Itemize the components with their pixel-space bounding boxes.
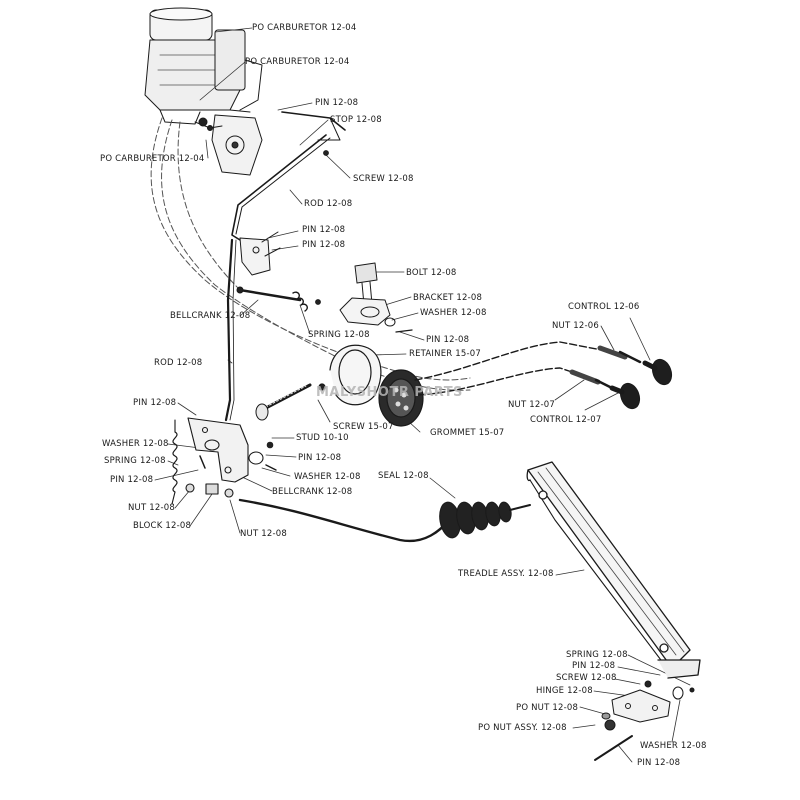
- label-po-carburetor-3: PO CARBURETOR 12-04: [100, 154, 205, 164]
- label-pin-upper-1: PIN 12-08: [302, 225, 346, 235]
- label-washer-left: WASHER 12-08: [102, 439, 169, 449]
- label-pin-bottom: PIN 12-08: [637, 758, 681, 768]
- label-stud: STUD 10-10: [296, 433, 349, 443]
- label-pin-mid: PIN 12-08: [298, 453, 342, 463]
- label-screw-grommet: SCREW 15-07: [333, 422, 394, 432]
- label-screw-top: SCREW 12-08: [353, 174, 414, 184]
- label-block: BLOCK 12-08: [133, 521, 192, 531]
- hinge-hardware: [594, 680, 695, 761]
- label-po-nut: PO NUT 12-08: [516, 703, 579, 713]
- upper-rod-assembly: [231, 111, 346, 241]
- label-pin-left: PIN 12-08: [133, 398, 177, 408]
- label-washer-mid: WASHER 12-08: [294, 472, 361, 482]
- label-control-lower: CONTROL 12-07: [530, 415, 602, 425]
- label-po-nut-assy: PO NUT ASSY. 12-08: [478, 723, 567, 733]
- bolt-and-bracket: [339, 262, 413, 333]
- upper-bellcrank: [224, 231, 321, 422]
- label-spring-hinge: SPRING 12-08: [566, 650, 628, 660]
- label-washer-bracket: WASHER 12-08: [420, 308, 487, 318]
- label-pin-top: PIN 12-08: [315, 98, 359, 108]
- carburetor-drawing: [144, 7, 263, 176]
- seal-boot: [439, 501, 531, 539]
- label-bellcrank-upper: BELLCRANK 12-08: [170, 311, 251, 321]
- label-spring-mid: SPRING 12-08: [308, 330, 370, 340]
- label-bracket: BRACKET 12-08: [413, 293, 483, 303]
- label-retainer: RETAINER 15-07: [409, 349, 481, 359]
- label-rod-left: ROD 12-08: [154, 358, 203, 368]
- label-nut-left: NUT 12-08: [128, 503, 175, 513]
- label-control-upper: CONTROL 12-06: [568, 302, 640, 312]
- label-pin-hinge: PIN 12-08: [572, 661, 616, 671]
- leader-lines: [154, 27, 691, 763]
- label-hinge: HINGE 12-08: [536, 686, 593, 696]
- label-pin-bracket: PIN 12-08: [426, 335, 470, 345]
- label-po-carburetor-2: PO CARBURETOR 12-04: [245, 57, 350, 67]
- label-nut-lower: NUT 12-07: [508, 400, 555, 410]
- watermark-text: MALYSHOTR PARTS: [316, 385, 463, 400]
- lower-bellcrank: [171, 417, 277, 505]
- label-pin-left-2: PIN 12-08: [110, 475, 154, 485]
- label-seal: SEAL 12-08: [378, 471, 429, 481]
- label-grommet: GROMMET 15-07: [430, 428, 505, 438]
- label-screw-hinge: SCREW 12-08: [556, 673, 617, 683]
- label-po-carburetor-1: PO CARBURETOR 12-04: [252, 23, 357, 33]
- label-stop: STOP 12-08: [330, 115, 382, 125]
- stud-drawing: [255, 383, 312, 449]
- retainer-grommet: [318, 344, 424, 427]
- treadle-pedal: [526, 461, 701, 679]
- label-bolt: BOLT 12-08: [406, 268, 457, 278]
- control-cables: [414, 341, 673, 410]
- label-washer-hinge: WASHER 12-08: [640, 741, 707, 751]
- treadle-rod: [238, 498, 452, 543]
- label-treadle: TREADLE ASSY. 12-08: [458, 569, 554, 579]
- label-rod-top: ROD 12-08: [304, 199, 353, 209]
- label-nut-bottom: NUT 12-08: [240, 529, 287, 539]
- label-pin-upper-2: PIN 12-08: [302, 240, 346, 250]
- label-nut-upper: NUT 12-06: [552, 321, 599, 331]
- label-bellcrank-lower: BELLCRANK 12-08: [272, 487, 353, 497]
- label-spring-left: SPRING 12-08: [104, 456, 166, 466]
